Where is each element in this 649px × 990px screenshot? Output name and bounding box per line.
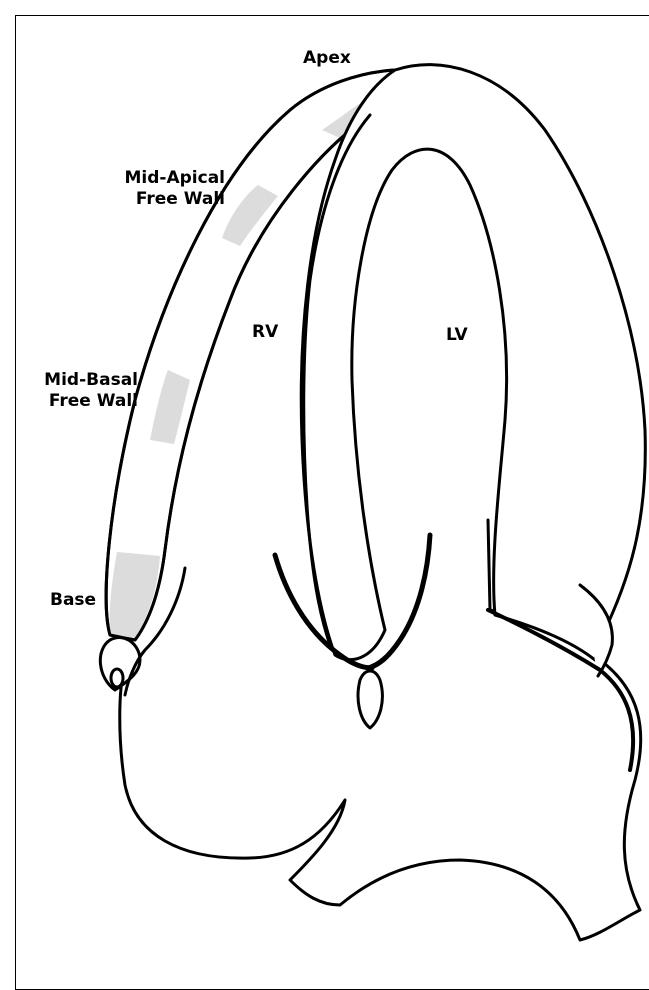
label-mid-apical-line2: Free Wall — [90, 189, 225, 210]
label-lv: LV — [446, 325, 468, 346]
label-apex: Apex — [303, 48, 351, 69]
label-mid-basal: Mid-Basal Free Wall — [30, 370, 138, 412]
heart-diagram — [0, 0, 649, 970]
base-segment-highlight — [109, 552, 160, 638]
annulus-inner-ring — [111, 669, 123, 687]
label-mid-apical-line1: Mid-Apical — [90, 168, 225, 189]
label-mid-basal-line1: Mid-Basal — [30, 370, 138, 391]
label-base: Base — [50, 590, 96, 611]
label-rv: RV — [252, 322, 278, 343]
label-mid-apical: Mid-Apical Free Wall — [90, 168, 225, 210]
label-mid-basal-line2: Free Wall — [30, 391, 138, 412]
